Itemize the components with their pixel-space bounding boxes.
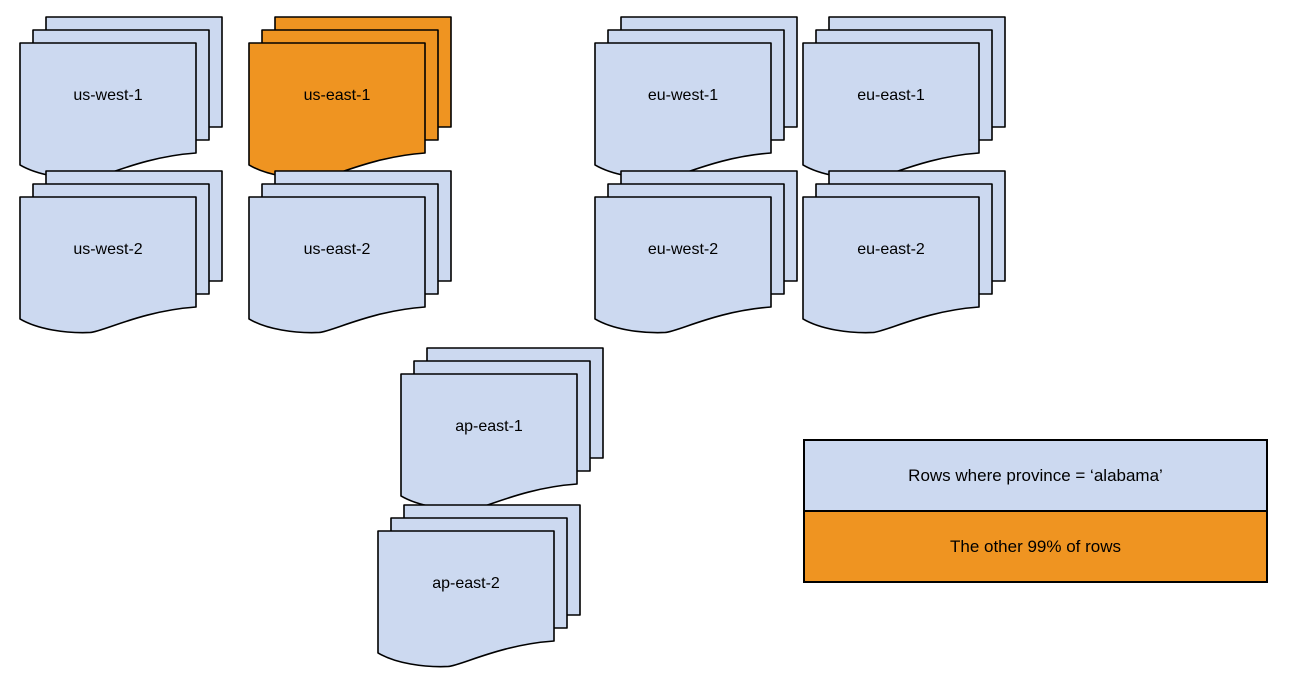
region-stack-eu-west-1[interactable]: eu-west-1 [594,16,798,180]
region-stack-label: eu-west-2 [648,241,718,258]
stack-sheet-front[interactable] [400,373,578,511]
region-stack-label: ap-east-1 [455,418,523,435]
stack-sheet-front[interactable] [248,196,426,334]
stack-sheet-front[interactable] [802,196,980,334]
legend-swatch [803,439,1268,512]
region-stack-us-west-1[interactable]: us-west-1 [19,16,223,180]
region-stack-label: us-east-1 [304,87,371,104]
stack-sheet-front[interactable] [248,42,426,180]
legend-group: Rows where province = ‘alabama’ The other… [803,439,1268,583]
stack-sheet-front[interactable] [594,42,772,180]
legend-label: The other 99% of rows [950,537,1121,556]
region-stack-ap-east-2[interactable]: ap-east-2 [377,504,581,668]
region-stack-label: eu-east-1 [857,87,925,104]
region-stack-label: eu-west-1 [648,87,718,104]
region-stack-label: ap-east-2 [432,575,500,592]
region-stack-us-west-2[interactable]: us-west-2 [19,170,223,334]
region-stack-eu-west-2[interactable]: eu-west-2 [594,170,798,334]
legend-other-rows: The other 99% of rows [803,510,1268,583]
stack-sheet-front[interactable] [594,196,772,334]
region-stack-label: us-west-1 [73,87,142,104]
region-stack-eu-east-1[interactable]: eu-east-1 [802,16,1006,180]
stack-sheet-front[interactable] [377,530,555,668]
stack-sheet-front[interactable] [802,42,980,180]
stack-sheet-front[interactable] [19,196,197,334]
region-stack-label: us-east-2 [304,241,371,258]
legend-label: Rows where province = ‘alabama’ [908,466,1163,485]
stack-sheet-front[interactable] [19,42,197,180]
region-stack-ap-east-1[interactable]: ap-east-1 [400,347,604,511]
legend-swatch [803,510,1268,583]
region-stack-label: us-west-2 [73,241,142,258]
legend-rows-alabama: Rows where province = ‘alabama’ [803,439,1268,512]
region-stacks-group: us-west-1 us-east-1 eu-west-1 eu-east-1 us-w… [19,16,1006,668]
region-stack-label: eu-east-2 [857,241,925,258]
region-stack-eu-east-2[interactable]: eu-east-2 [802,170,1006,334]
region-stack-us-east-1[interactable]: us-east-1 [248,16,452,180]
region-stack-us-east-2[interactable]: us-east-2 [248,170,452,334]
